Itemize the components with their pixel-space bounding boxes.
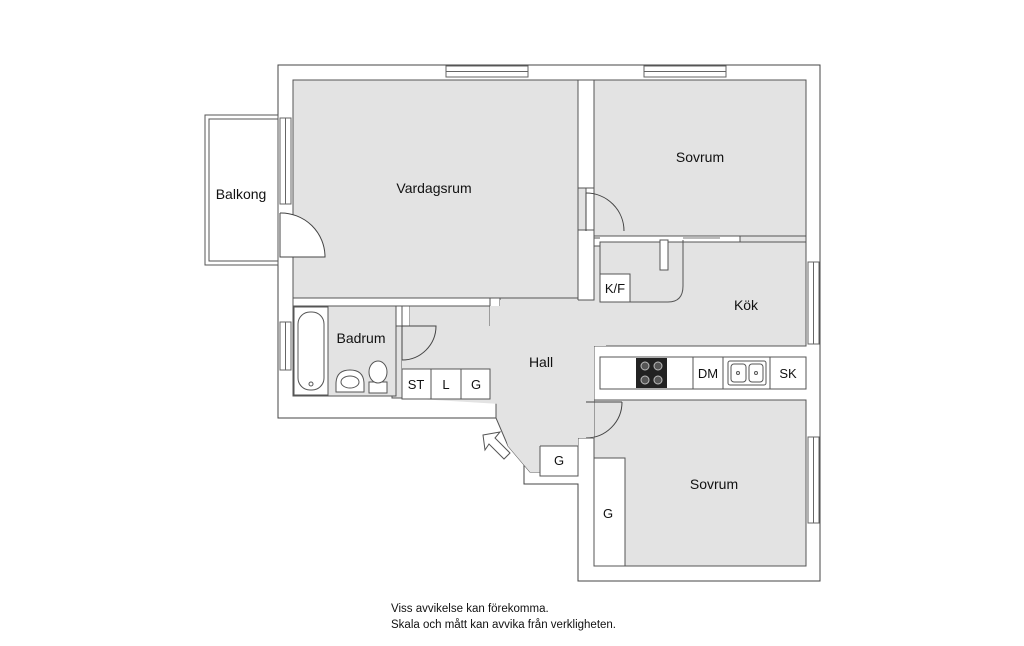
room-label-sovrum-top: Sovrum <box>676 149 724 165</box>
door-badrum <box>401 325 437 361</box>
balcony <box>204 114 279 266</box>
door-balcony <box>279 212 326 258</box>
washbasin-icon <box>335 369 365 393</box>
rect-sovrum-top <box>593 79 807 237</box>
counter-body <box>599 356 807 390</box>
closet-hall <box>539 445 579 477</box>
room-label-badrum: Badrum <box>336 330 385 346</box>
fixture-label-kf: K/F <box>605 281 625 296</box>
windows <box>279 65 820 524</box>
wall-vr-sovrum <box>577 79 595 189</box>
disclaimer-line-1: Viss avvikelse kan förekomma. <box>391 603 549 615</box>
door-sovrum-bottom <box>585 401 623 439</box>
fixture-label-st: ST <box>408 377 425 392</box>
fixture-label-l: L <box>442 377 449 392</box>
kitchen-counter <box>599 356 807 390</box>
wall-vr-bad <box>292 297 497 307</box>
wall-bad-stub <box>395 305 403 327</box>
kitchen-wall-curve <box>629 240 684 303</box>
fixture-label-sk: SK <box>779 366 797 381</box>
fixture-label-g-bedroom: G <box>603 506 613 521</box>
door-sovrum-top <box>585 192 625 232</box>
entrance-arrow-icon <box>482 431 511 460</box>
room-label-vardagsrum: Vardagsrum <box>396 180 471 196</box>
storage-cabinets <box>401 368 491 400</box>
closet-bedroom <box>593 457 626 567</box>
sink-icon <box>727 360 767 386</box>
rect-vardagsrum <box>292 79 579 299</box>
stove-icon <box>636 358 667 388</box>
disclaimer-line-2: Skala och mått kan avvika från verklighe… <box>391 619 617 631</box>
rect-kok <box>599 241 807 347</box>
fixture-label-dm: DM <box>698 366 718 381</box>
room-label-hall: Hall <box>529 354 553 370</box>
room-floors-clean <box>292 79 807 567</box>
wall-pillar <box>659 239 669 271</box>
fixture-label-g-hall: G <box>554 453 564 468</box>
room-label-balkong: Balkong <box>216 186 267 202</box>
rect-sovrum-bottom <box>593 399 807 567</box>
bathtub-icon <box>293 306 329 396</box>
toilet-icon <box>368 360 388 394</box>
wall-hall-upper <box>577 229 595 301</box>
doors <box>279 192 625 439</box>
room-label-kok: Kök <box>734 297 759 313</box>
hall-floor <box>402 300 594 446</box>
room-label-sovrum-bottom: Sovrum <box>690 476 738 492</box>
disclaimer: Viss avvikelse kan förekomma. Skala och … <box>391 601 616 633</box>
fixture-label-g-bath: G <box>471 377 481 392</box>
